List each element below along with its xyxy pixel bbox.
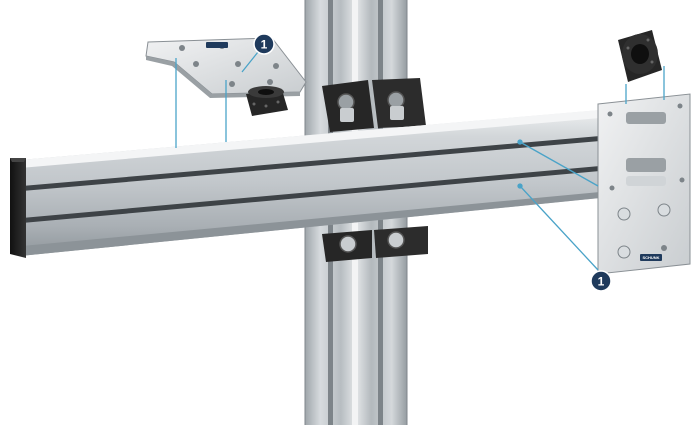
brand-logo-right bbox=[640, 254, 662, 261]
profile-connector-icon bbox=[322, 78, 426, 132]
horizontal-beam bbox=[20, 110, 600, 256]
brand-logo-plate bbox=[206, 42, 228, 48]
callout-label-top: 1 bbox=[261, 38, 268, 52]
callout-badge-bottom: 1 bbox=[590, 270, 612, 292]
clamping-ring-icon bbox=[246, 86, 288, 116]
brand-logo-text: SCHUNK bbox=[642, 255, 659, 260]
profile-connector-icon bbox=[322, 226, 428, 262]
callout-badge-top: 1 bbox=[253, 33, 275, 55]
beam-end-cap bbox=[10, 158, 26, 258]
leader-lines bbox=[175, 51, 665, 271]
mounting-plate-icon: SCHUNK bbox=[597, 93, 691, 275]
clamping-ring-icon bbox=[618, 30, 662, 82]
callout-label-bottom: 1 bbox=[598, 275, 605, 289]
